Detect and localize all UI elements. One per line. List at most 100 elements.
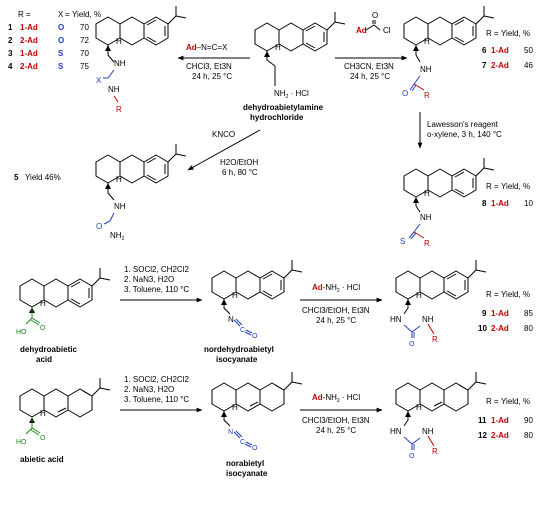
- svg-text:3. Toluene, 110 °C: 3. Toluene, 110 °C: [124, 395, 189, 404]
- compound-yield: 46: [524, 61, 533, 70]
- compound-yield: 72: [80, 36, 89, 45]
- compound-number: 10: [478, 324, 487, 333]
- svg-text:C: C: [240, 327, 245, 334]
- name-dehydroabietylamine: dehydroabietylamine: [243, 103, 324, 112]
- svg-text:Yield, %: Yield, %: [501, 397, 530, 406]
- svg-text:H2O/EtOH: H2O/EtOH: [220, 158, 258, 167]
- svg-text:R: R: [18, 10, 24, 19]
- svg-text:6 h, 80 °C: 6 h, 80 °C: [222, 168, 258, 177]
- norabietyl-isocyanate-structure: N C O: [211, 371, 303, 452]
- name-hydrochloride: hydrochloride: [250, 113, 304, 122]
- svg-text:O: O: [252, 445, 258, 452]
- svg-text:Ad: Ad: [356, 26, 367, 35]
- svg-text:R: R: [424, 91, 430, 100]
- svg-text:NH: NH: [114, 202, 126, 211]
- svg-text:S: S: [400, 237, 405, 246]
- compound-5-structure: NH O NH2: [95, 143, 187, 242]
- compound-r-group: 2-Ad: [20, 36, 38, 45]
- compound-number: 3: [8, 49, 13, 58]
- table-9-10: R = Yield, %: [486, 290, 530, 299]
- compound-number: 11: [478, 416, 487, 425]
- svg-text:NH2 · HCl: NH2 · HCl: [274, 89, 309, 100]
- svg-text:10: 10: [524, 199, 533, 208]
- svg-text:X: X: [58, 10, 64, 19]
- svg-text:N: N: [228, 429, 233, 436]
- svg-text:R: R: [432, 447, 438, 456]
- compound-yield: 75: [80, 62, 89, 71]
- svg-text:O: O: [252, 333, 258, 340]
- compound-6-7-structure: NH O R: [402, 5, 495, 100]
- arrow-acylation: Ad O Cl CH3CN, Et3N 24 h, 25 °C: [335, 11, 408, 81]
- svg-text:NH2: NH2: [110, 231, 125, 242]
- x-atom: X: [96, 76, 102, 85]
- compound-r-group: 2-Ad: [491, 431, 509, 440]
- compound-r-group: 1-Ad: [20, 23, 38, 32]
- compound-r-group: 1-Ad: [491, 46, 509, 55]
- svg-text:HO: HO: [16, 329, 27, 336]
- name-acid: acid: [36, 355, 52, 364]
- compound-yield: 80: [524, 324, 533, 333]
- svg-text:=: =: [65, 10, 70, 19]
- compound-yield: 90: [524, 416, 533, 425]
- compound-x-atom: S: [58, 49, 64, 58]
- svg-text:Lawesson's reagent: Lawesson's reagent: [427, 120, 499, 129]
- compound-yield: 70: [80, 23, 89, 32]
- compound-yield: 80: [524, 431, 533, 440]
- compound-8-structure: NH S R: [400, 157, 495, 248]
- name-nordehydroabietyl: nordehydroabietyl: [204, 345, 274, 354]
- svg-text:R: R: [116, 105, 122, 114]
- compound-9-10-structure: HN NH O R: [390, 259, 487, 348]
- svg-text:Ad–N=C=X: Ad–N=C=X: [186, 43, 228, 52]
- compound-yield: 85: [524, 309, 533, 318]
- compound-yield: 50: [524, 46, 533, 55]
- svg-text:NH: NH: [422, 427, 434, 436]
- arrow-amine-2: Ad-NH2 · HCl CHCl3/EtOH, Et3N 24 h, 25 °…: [300, 393, 383, 435]
- compound-number: 7: [482, 61, 487, 70]
- svg-text:Ad-NH2 · HCl: Ad-NH2 · HCl: [312, 283, 360, 294]
- svg-text:1. SOCl2, CH2Cl2: 1. SOCl2, CH2Cl2: [124, 375, 189, 384]
- svg-text:=: =: [494, 29, 499, 38]
- compound-x-atom: O: [58, 23, 64, 32]
- svg-text:NH: NH: [420, 213, 432, 222]
- arrow-curtius-2: 1. SOCl2, CH2Cl2 2. NaN3, H2O 3. Toluene…: [120, 375, 203, 413]
- name-abietic-acid: abietic acid: [20, 455, 64, 464]
- svg-text:1-Ad: 1-Ad: [491, 199, 509, 208]
- compound-number: 2: [8, 36, 13, 45]
- svg-text:R: R: [486, 397, 492, 406]
- compound-r-group: 2-Ad: [20, 62, 38, 71]
- arrow-kcno: KNCO H2O/EtOH 6 h, 80 °C: [187, 129, 261, 177]
- compound-5-yield: Yield 46%: [25, 173, 61, 182]
- svg-text:HO: HO: [16, 439, 27, 446]
- name-isocyanate-2: isocyanate: [226, 469, 268, 478]
- svg-text:NH: NH: [422, 315, 434, 324]
- compound-yield: 70: [80, 49, 89, 58]
- compound-number: 1: [8, 23, 13, 32]
- svg-text:HN: HN: [390, 315, 402, 324]
- nordehydroabietyl-isocyanate-structure: N C O: [211, 259, 303, 340]
- svg-text:3. Toluene, 110 °C: 3. Toluene, 110 °C: [124, 285, 189, 294]
- svg-text:24 h, 25 °C: 24 h, 25 °C: [316, 426, 356, 435]
- svg-text:NH: NH: [420, 65, 432, 74]
- compound-r-group: 2-Ad: [491, 61, 509, 70]
- svg-text:o-xylene, 3 h, 140 °C: o-xylene, 3 h, 140 °C: [427, 130, 502, 139]
- svg-text:2. NaN3, H2O: 2. NaN3, H2O: [124, 275, 174, 284]
- svg-text:CHCl3, Et3N: CHCl3, Et3N: [186, 62, 232, 71]
- table-11-12: R = Yield, %: [486, 397, 530, 406]
- svg-text:Yield, %: Yield, %: [501, 29, 530, 38]
- arrow-curtius-1: 1. SOCl2, CH2Cl2 2. NaN3, H2O 3. Toluene…: [120, 265, 203, 303]
- svg-text:O: O: [409, 341, 415, 348]
- svg-text:R: R: [486, 29, 492, 38]
- svg-text:O: O: [372, 11, 378, 20]
- arrow-isocyanate: Ad–N=C=X CHCl3, Et3N 24 h, 25 °C: [177, 43, 250, 81]
- compound-number: 9: [482, 309, 487, 318]
- table-6-7: R = Yield, %: [486, 29, 530, 38]
- compound-r-group: 2-Ad: [491, 324, 509, 333]
- name-dehydroabietic: dehydroabietic: [20, 345, 77, 354]
- name-isocyanate-1: isocyanate: [216, 355, 258, 364]
- svg-text:R: R: [486, 290, 492, 299]
- svg-text:O: O: [96, 222, 102, 231]
